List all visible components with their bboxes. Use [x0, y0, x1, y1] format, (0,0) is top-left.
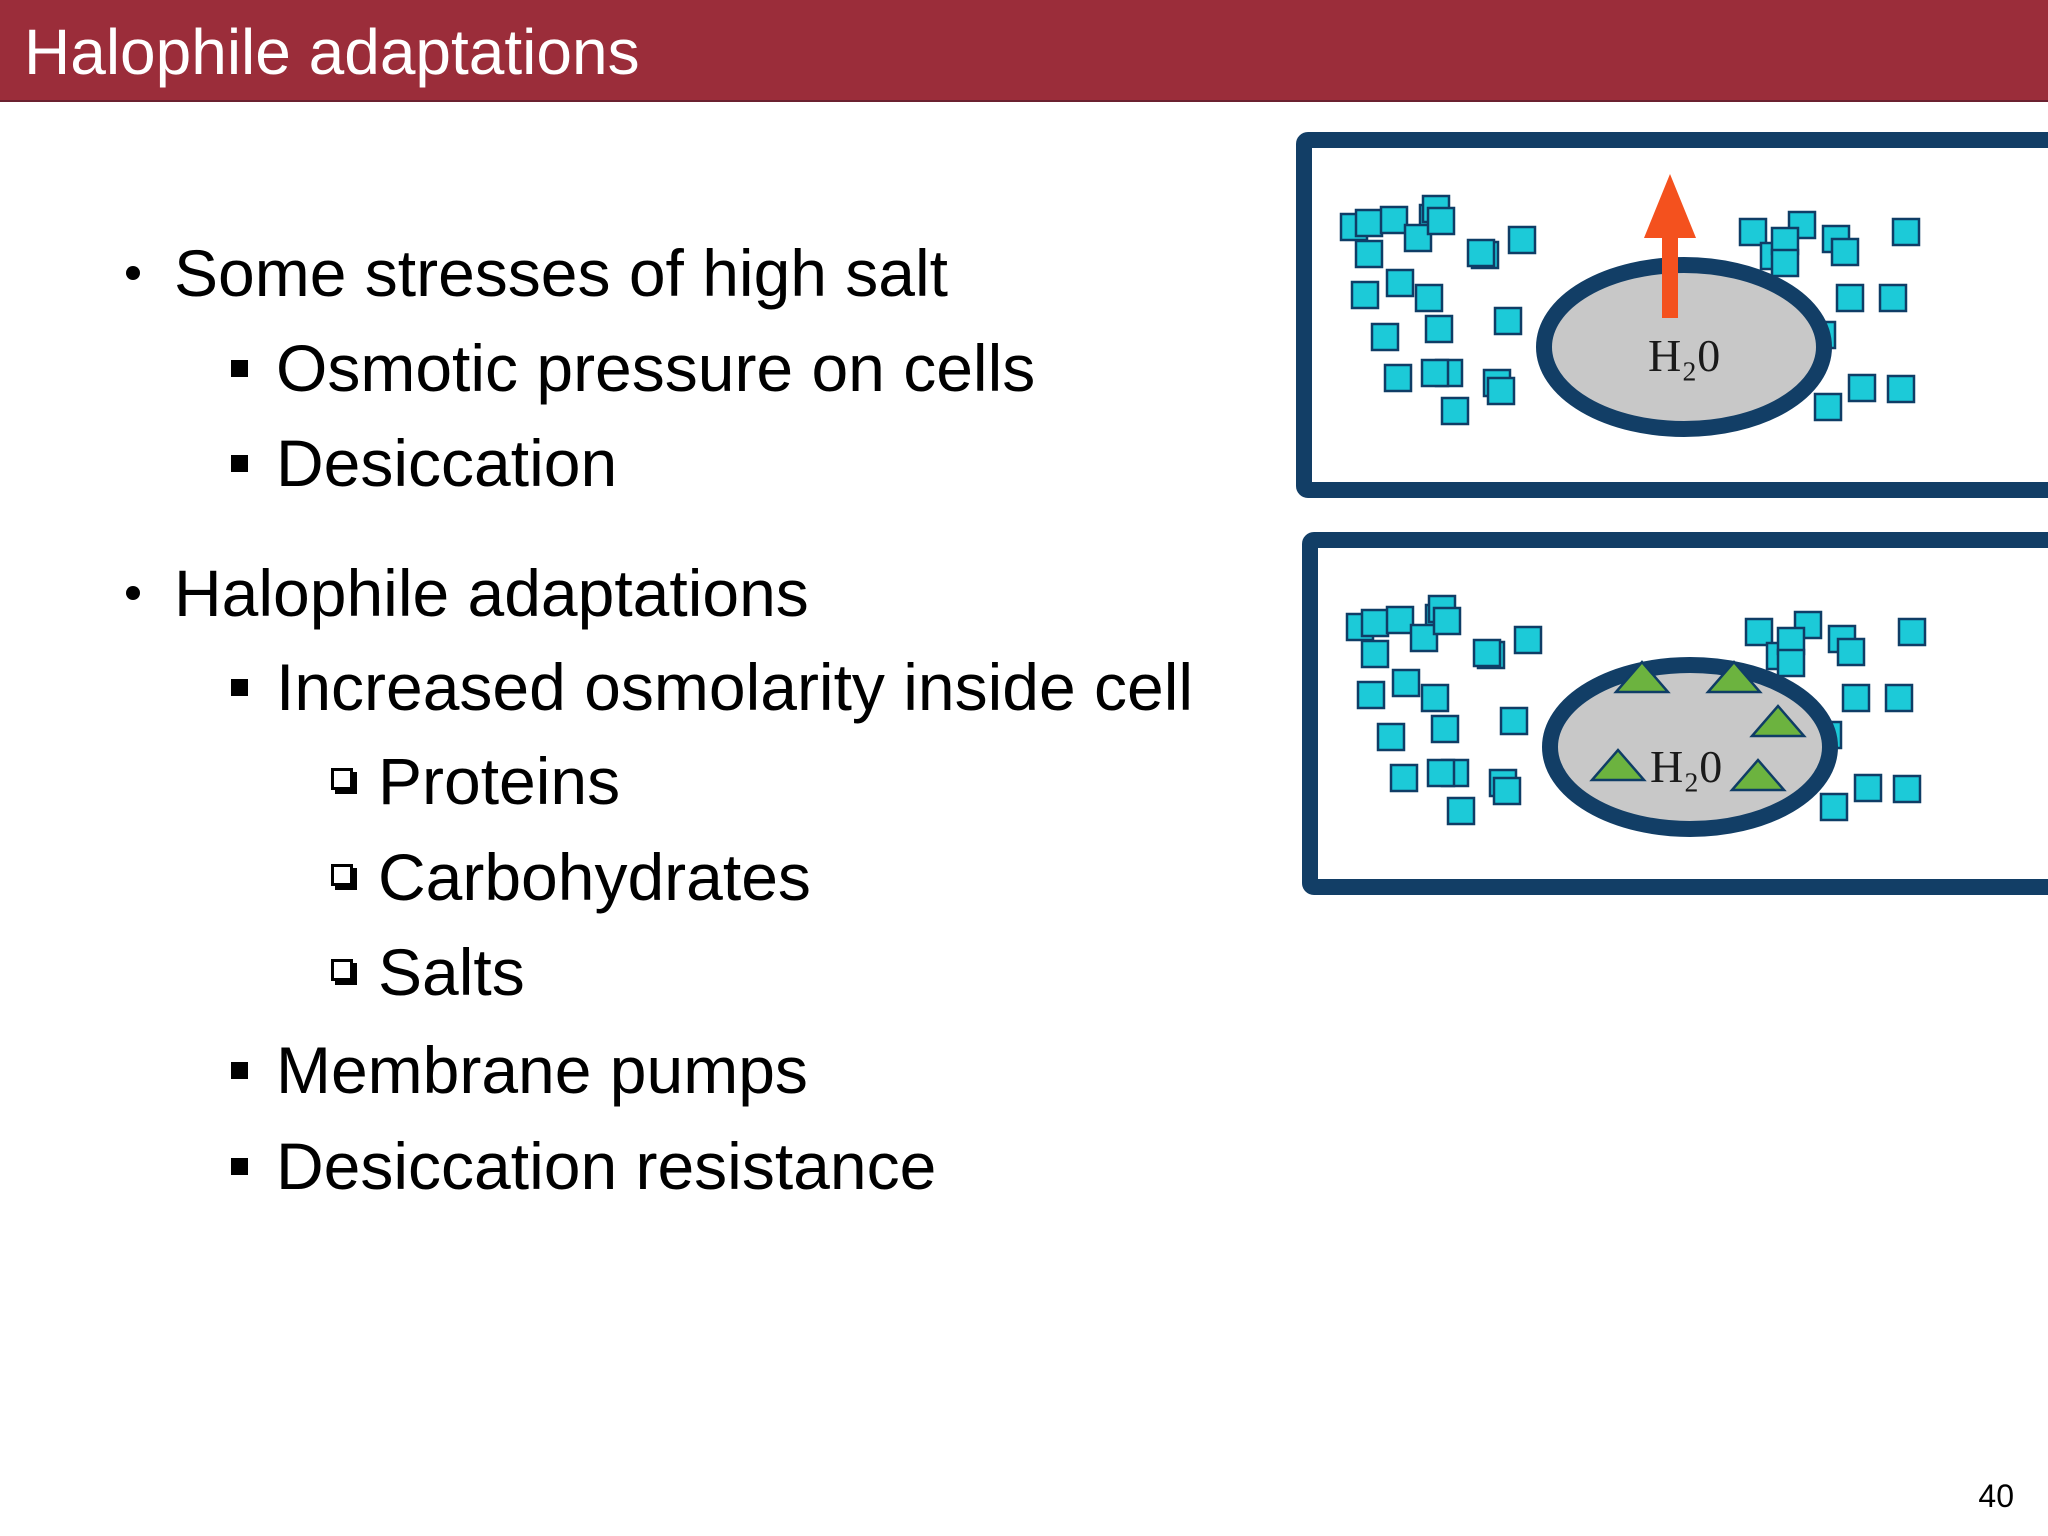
salt-square-icon [1830, 237, 1860, 267]
bullet-item: Desiccation [276, 426, 618, 500]
bullet-square-icon [231, 1062, 248, 1079]
salt-square-icon [1836, 637, 1866, 667]
salt-square-icon [1513, 625, 1543, 655]
salt-square-icon [1853, 773, 1883, 803]
salt-square-icon [1835, 283, 1865, 313]
bullet-item: Membrane pumps [276, 1033, 808, 1107]
salt-square-icon [1472, 638, 1502, 668]
salt-square-icon [1426, 758, 1456, 788]
bullet-item: Proteins [378, 744, 621, 818]
title-bar: Halophile adaptations [0, 0, 2048, 102]
salt-square-icon [1414, 283, 1444, 313]
slide-title: Halophile adaptations [24, 16, 640, 88]
salt-particles [1345, 594, 1927, 826]
salt-square-icon [1424, 314, 1454, 344]
bullet-checkbox-icon [331, 959, 353, 981]
salt-square-icon [1744, 617, 1774, 647]
salt-square-icon [1841, 683, 1871, 713]
salt-square-icon [1446, 796, 1476, 826]
bullet-square-icon [231, 679, 248, 696]
salt-square-icon [1432, 606, 1462, 636]
salt-square-icon [1847, 373, 1877, 403]
salt-square-icon [1354, 208, 1384, 238]
salt-square-icon [1385, 268, 1415, 298]
salt-square-icon [1793, 610, 1823, 640]
salt-square-icon [1391, 668, 1421, 698]
solute-triangle-icon [1729, 758, 1787, 792]
up-arrow-icon [1644, 174, 1696, 318]
salt-square-icon [1420, 358, 1450, 388]
salt-square-icon [1360, 639, 1390, 669]
bullet-item: Some stresses of high salt [174, 236, 949, 310]
bullet-checkbox-icon [331, 768, 353, 790]
salt-square-icon [1886, 374, 1916, 404]
bullet-square-icon [231, 455, 248, 472]
salt-square-icon [1486, 376, 1516, 406]
bullet-item: Carbohydrates [378, 840, 811, 914]
salt-square-icon [1420, 683, 1450, 713]
salt-square-icon [1776, 648, 1806, 678]
bullet-square-icon [231, 360, 248, 377]
salt-square-icon [1430, 714, 1460, 744]
bullet-item: Increased osmolarity inside cell [276, 650, 1194, 724]
salt-square-icon [1354, 239, 1384, 269]
water-label: H₂0 [1650, 741, 1722, 792]
salt-square-icon [1770, 248, 1800, 278]
salt-square-icon [1356, 680, 1386, 710]
cell-diagram-bottom: H₂0 [1302, 532, 2048, 895]
solute-triangle-icon [1613, 660, 1671, 694]
salt-square-icon [1379, 205, 1409, 235]
bullet-item: Halophile adaptations [174, 556, 809, 630]
salt-square-icon [1376, 722, 1406, 752]
salt-square-icon [1426, 206, 1456, 236]
salt-square-icon [1350, 280, 1380, 310]
bullet-item: Desiccation resistance [276, 1129, 937, 1203]
salt-square-icon [1409, 623, 1439, 653]
salt-square-icon [1738, 217, 1768, 247]
salt-square-icon [1507, 225, 1537, 255]
solute-triangle-icon [1705, 660, 1763, 694]
page-number: 40 [1978, 1478, 2014, 1514]
salt-square-icon [1813, 392, 1843, 422]
salt-square-icon [1383, 363, 1413, 393]
bullet-checkbox-icon [331, 864, 353, 886]
salt-square-icon [1499, 706, 1529, 736]
salt-square-icon [1878, 283, 1908, 313]
bullet-dot-icon [126, 266, 140, 280]
salt-square-icon [1440, 396, 1470, 426]
salt-square-icon [1360, 608, 1390, 638]
bullet-item: Salts [378, 935, 525, 1009]
cell-diagram-top: H₂0 [1296, 132, 2048, 498]
salt-square-icon [1370, 322, 1400, 352]
salt-square-icon [1884, 683, 1914, 713]
salt-square-icon [1385, 605, 1415, 635]
salt-square-icon [1493, 306, 1523, 336]
solute-triangles [1589, 660, 1807, 792]
salt-square-icon [1819, 792, 1849, 822]
solute-triangle-icon [1589, 748, 1647, 782]
bullet-item: Osmotic pressure on cells [276, 331, 1036, 405]
bullet-square-icon [231, 1158, 248, 1175]
water-label: H₂0 [1648, 330, 1720, 381]
salt-square-icon [1892, 774, 1922, 804]
salt-square-icon [1897, 617, 1927, 647]
salt-square-icon [1466, 238, 1496, 268]
bullet-dot-icon [126, 586, 140, 600]
salt-square-icon [1403, 223, 1433, 253]
cell-shape [1536, 257, 1832, 437]
salt-square-icon [1389, 763, 1419, 793]
solute-triangle-icon [1749, 704, 1807, 738]
salt-square-icon [1492, 776, 1522, 806]
salt-particles [1339, 194, 1921, 426]
salt-square-icon [1891, 217, 1921, 247]
